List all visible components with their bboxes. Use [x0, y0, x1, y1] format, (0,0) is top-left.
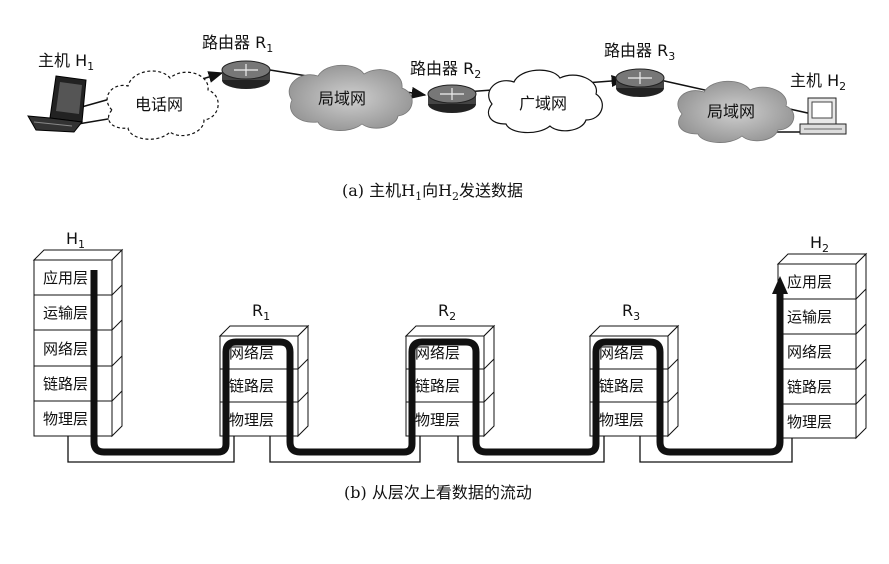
h2-transport-layer: 运输层: [787, 308, 832, 326]
r3-network-layer: 网络层: [599, 344, 644, 362]
physical-links: [67, 436, 793, 463]
h1-physical-layer: 物理层: [43, 410, 88, 428]
r3-stack-label: R3: [622, 301, 640, 323]
lan1-label: 局域网: [318, 89, 366, 108]
r2-link-layer: 链路层: [415, 377, 460, 395]
desktop-computer-icon: [799, 97, 847, 135]
lan2-cloud: 局域网: [677, 80, 795, 143]
h1-stack-label: H1: [66, 229, 85, 251]
h2-link-layer: 链路层: [787, 378, 832, 396]
h1-application-layer: 应用层: [43, 269, 88, 287]
router-r3-icon: [615, 68, 665, 97]
h2-stack: 应用层 运输层 网络层 链路层 物理层: [776, 252, 868, 440]
r1-network-layer: 网络层: [229, 344, 274, 362]
host-h1-label: 主机 H1: [38, 51, 94, 73]
h2-physical-layer: 物理层: [787, 413, 832, 431]
phone-network-cloud: 电话网: [106, 70, 219, 140]
phone-network-label: 电话网: [135, 95, 183, 114]
r2-stack-label: R2: [438, 301, 456, 323]
h2-application-layer: 应用层: [787, 273, 832, 291]
router-r1-label: 路由器 R1: [202, 33, 273, 55]
h2-network-layer: 网络层: [787, 343, 832, 361]
r1-link-layer: 链路层: [229, 377, 274, 395]
r2-network-layer: 网络层: [415, 344, 460, 362]
router-r2-label: 路由器 R2: [410, 59, 481, 81]
r1-physical-layer: 物理层: [229, 411, 274, 429]
router-r3-label: 路由器 R3: [604, 41, 675, 63]
lan2-label: 局域网: [707, 102, 755, 121]
lan1-cloud: 局域网: [288, 64, 413, 131]
router-r2-icon: [427, 84, 477, 113]
wan-cloud: 广域网: [487, 69, 603, 134]
host-h2-label: 主机 H2: [790, 71, 846, 93]
wan-label: 广域网: [519, 94, 567, 113]
caption-a: (a) 主机H1向H2发送数据: [342, 181, 523, 203]
router-r1-icon: [221, 60, 271, 89]
h1-link-layer: 链路层: [43, 375, 88, 393]
h1-network-layer: 网络层: [43, 340, 88, 358]
h2-stack-label: H2: [810, 233, 829, 255]
h1-stack: 应用层 运输层 网络层 链路层 物理层: [32, 248, 124, 438]
r3-physical-layer: 物理层: [599, 411, 644, 429]
flow-arrow-head: [772, 276, 788, 294]
caption-b: (b) 从层次上看数据的流动: [344, 483, 532, 502]
r1-stack-label: R1: [252, 301, 270, 323]
r2-physical-layer: 物理层: [415, 411, 460, 429]
data-flow-path: [90, 270, 788, 456]
r3-link-layer: 链路层: [599, 377, 644, 395]
h1-transport-layer: 运输层: [43, 304, 88, 322]
laptop-icon: [27, 75, 87, 133]
